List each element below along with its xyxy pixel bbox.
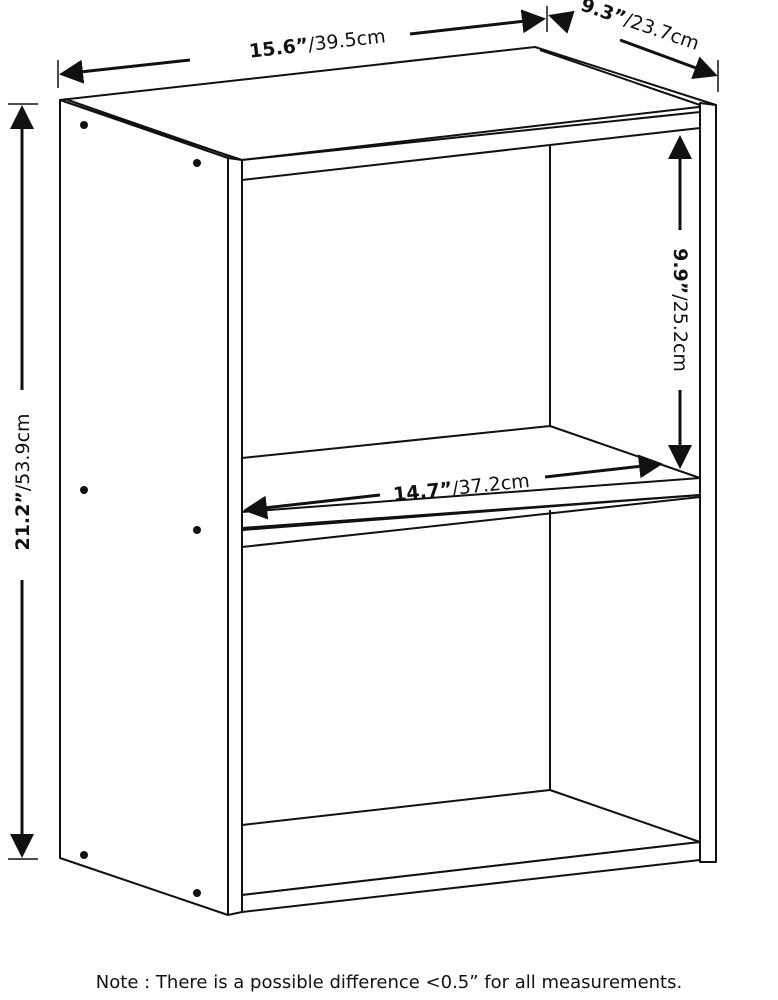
- screw-icon: [193, 159, 201, 167]
- height-dimension: 21.2”/53.9cm: [8, 103, 38, 860]
- bookcase-drawing: [59, 46, 717, 916]
- screw-holes: [80, 121, 201, 897]
- measurement-note: Note : There is a possible difference <0…: [95, 972, 683, 993]
- left-panel-edge: [227, 157, 243, 916]
- shelf-height-dimension: 9.9”/25.2cm: [668, 135, 692, 469]
- screw-icon: [193, 889, 201, 897]
- width-label: 15.6”/39.5cm: [248, 25, 387, 62]
- screw-icon: [193, 526, 201, 534]
- left-panel: [59, 99, 229, 916]
- shelf-height-label: 9.9”/25.2cm: [669, 248, 691, 372]
- height-label: 21.2”/53.9cm: [12, 413, 34, 550]
- screw-icon: [80, 121, 88, 129]
- screw-icon: [80, 851, 88, 859]
- screw-icon: [80, 486, 88, 494]
- right-panel: [699, 102, 717, 863]
